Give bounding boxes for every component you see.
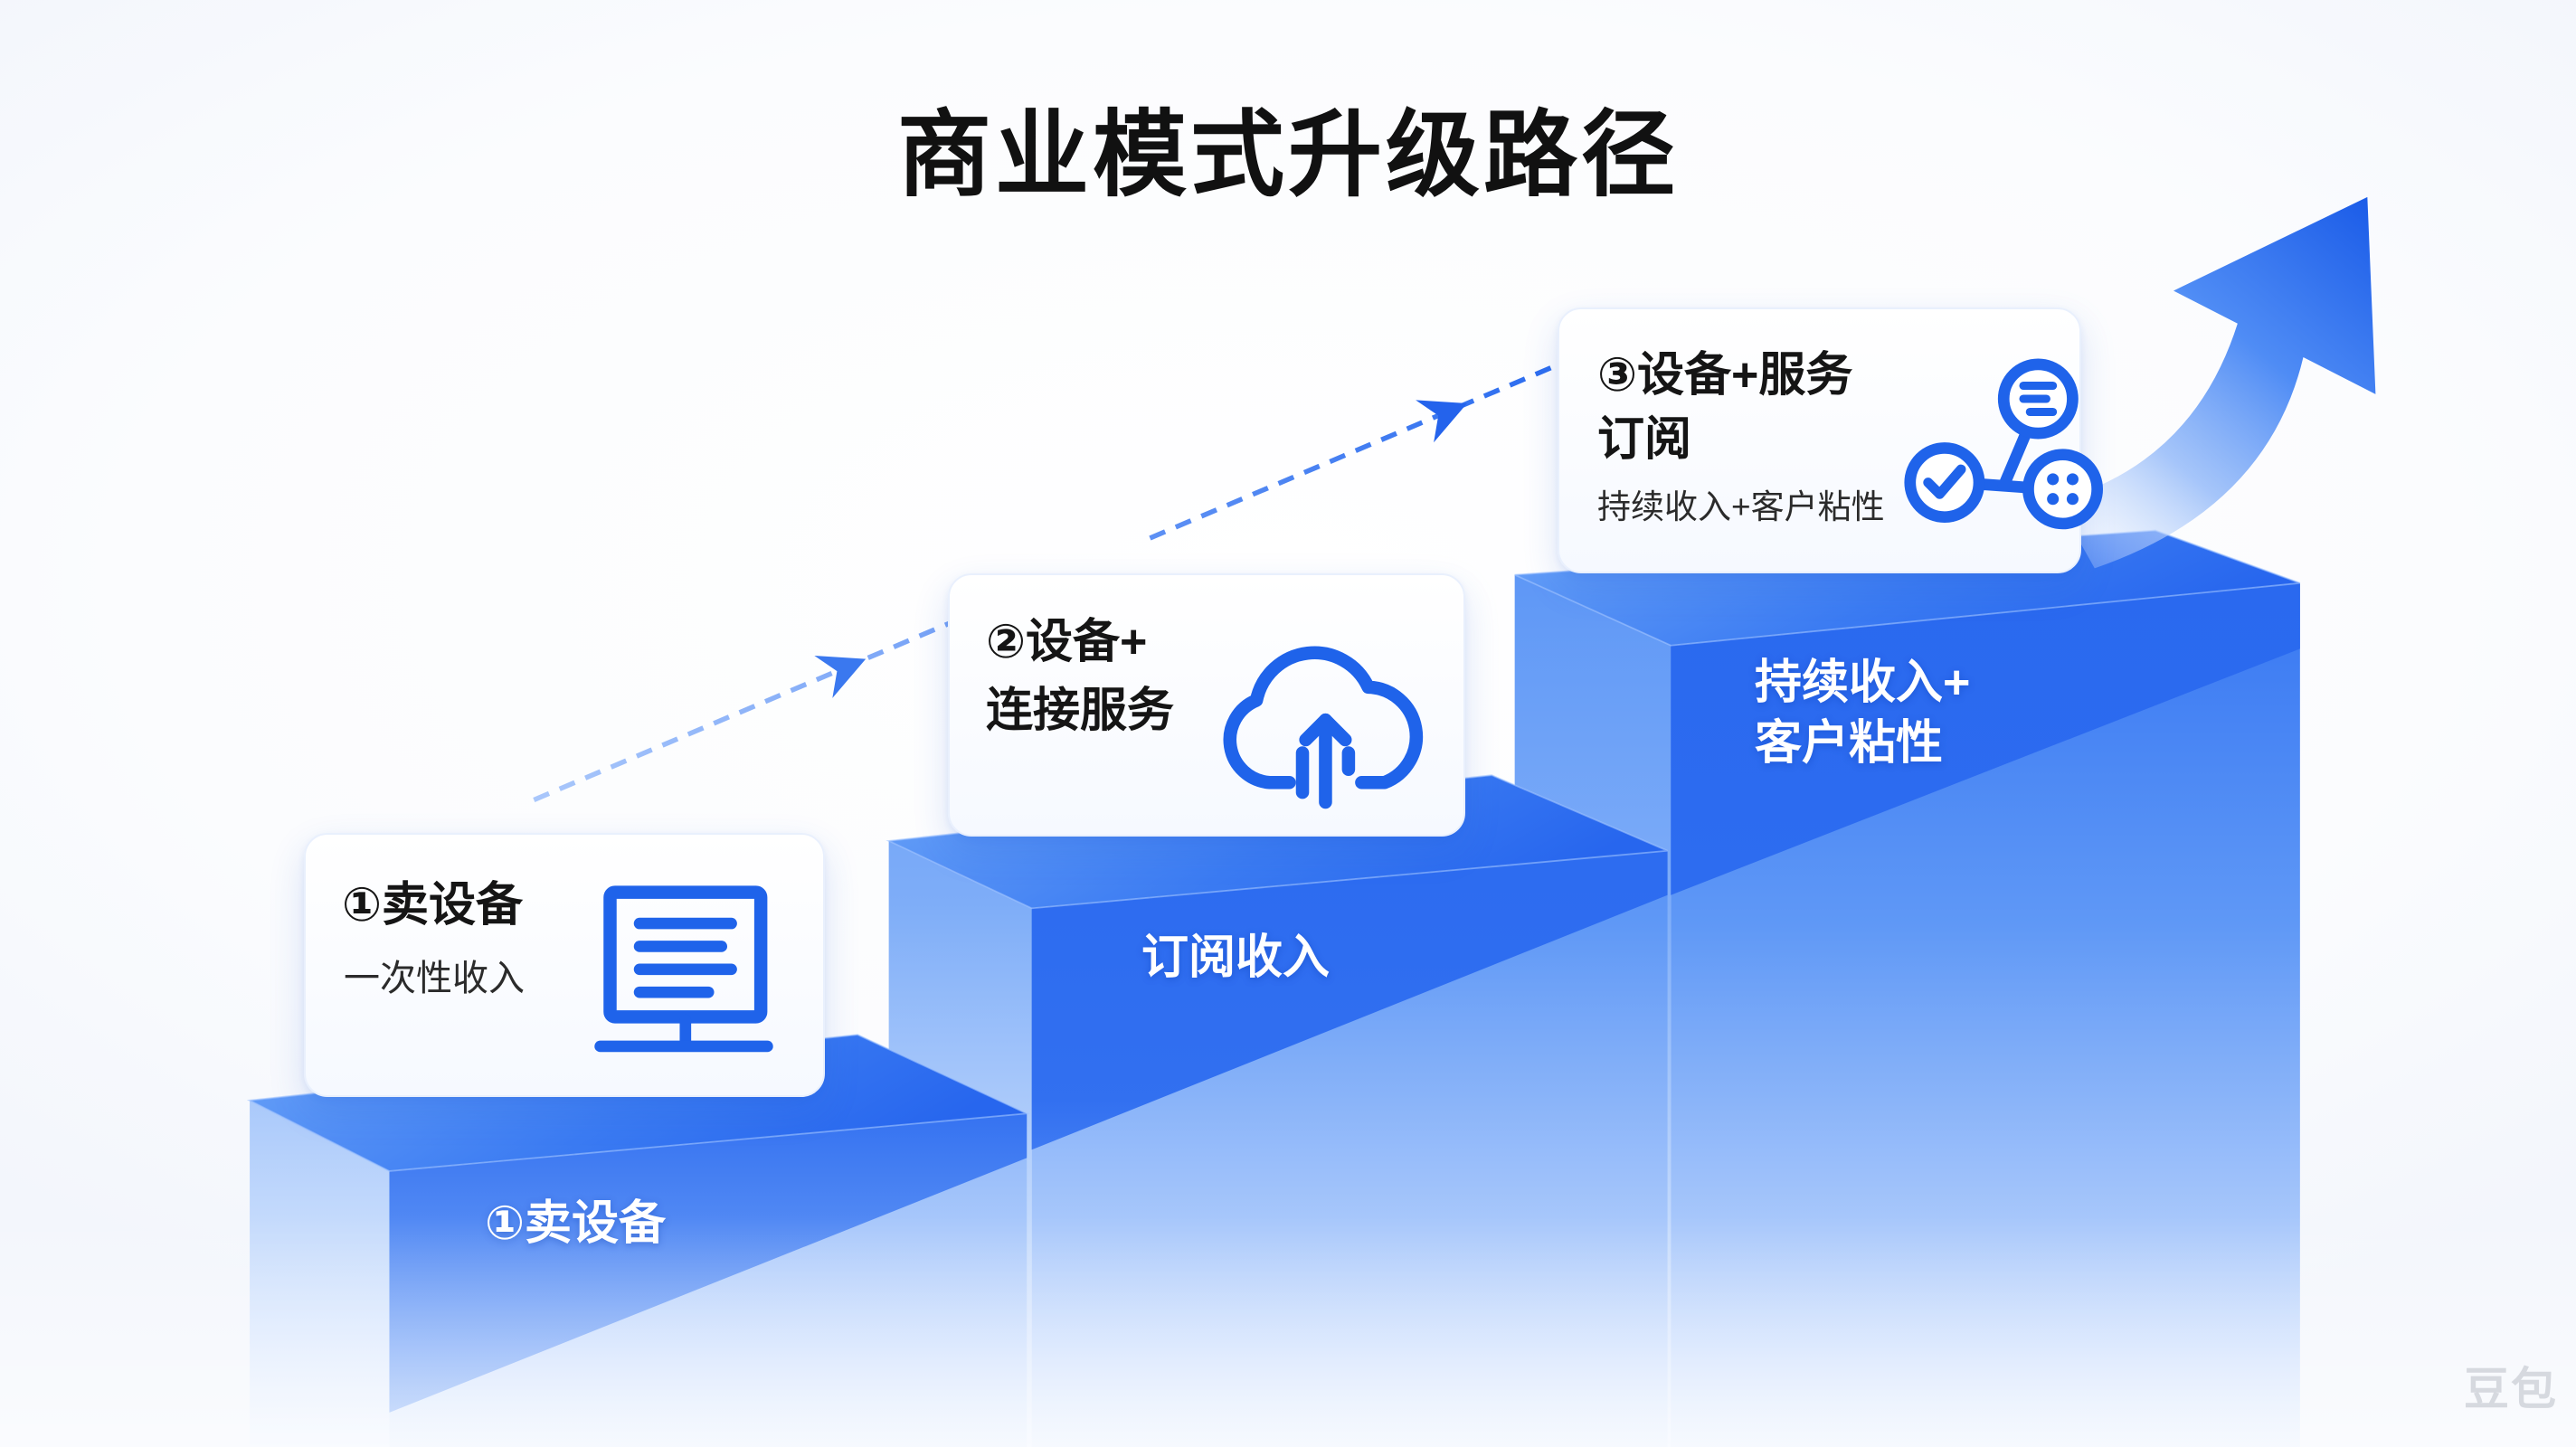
step-1-block-label-line: ①卖设备: [484, 1197, 667, 1250]
step-2-block-label-line: 订阅收入: [1141, 932, 1330, 984]
step-3-card-title-line: ③设备+服务: [1597, 349, 1853, 402]
step-2-card: ②设备+ 连接服务: [948, 573, 1465, 837]
connector-arrowhead-2: [1416, 400, 1467, 443]
step-2-block-front-shade: [1031, 850, 1668, 1150]
cloud-upload-icon: [1223, 646, 1424, 809]
connector-segment-2: [1149, 361, 1562, 541]
dashed-arrow-icon: [533, 361, 1562, 802]
connector-segment-1: [533, 619, 954, 802]
step-3-card: ③设备+服务 订阅 持续收入+客户粘性: [1558, 307, 2104, 573]
step-1-card-title-line: ①卖设备: [342, 879, 524, 932]
step-1-card-title: ①卖设备: [342, 876, 523, 934]
step-3-block-front-shade: [1671, 582, 2300, 895]
step-3-card-subtitle: 持续收入+客户粘性: [1597, 488, 1885, 525]
step-1-card-subtitle: 一次性收入: [344, 959, 525, 998]
step-3-card-title-line: 订阅: [1597, 413, 1692, 466]
step-2-card-title-line: 连接服务: [986, 685, 1175, 737]
bottom-fade: [0, 1215, 2576, 1447]
step-2-block-label: 订阅收入: [1127, 927, 1344, 988]
connector-arrowhead-1: [814, 655, 867, 698]
page-title: 商业模式升级路径: [896, 103, 1679, 208]
monitor-document-icon: [594, 885, 773, 1053]
step-2-card-title-line: ②设备+: [986, 616, 1148, 668]
step-3-card-title: ③设备+服务 订阅: [1597, 344, 1852, 472]
step-2-card-title: ②设备+ 连接服务: [986, 608, 1174, 745]
watermark-logo: 豆包: [2464, 1364, 2558, 1414]
step-3-block-label-line: 持续收入+: [1755, 657, 1971, 709]
step-3-block-label-line: 客户粘性: [1755, 717, 1944, 770]
step-3-block-label: 持续收入+ 客户粘性: [1755, 653, 1970, 774]
service-network-icon: [1904, 358, 2104, 530]
growth-arrow-icon: [2057, 196, 2376, 569]
step-1-block-label: ①卖设备: [470, 1193, 680, 1254]
step-1-card: ①卖设备 一次性收入: [304, 833, 825, 1097]
